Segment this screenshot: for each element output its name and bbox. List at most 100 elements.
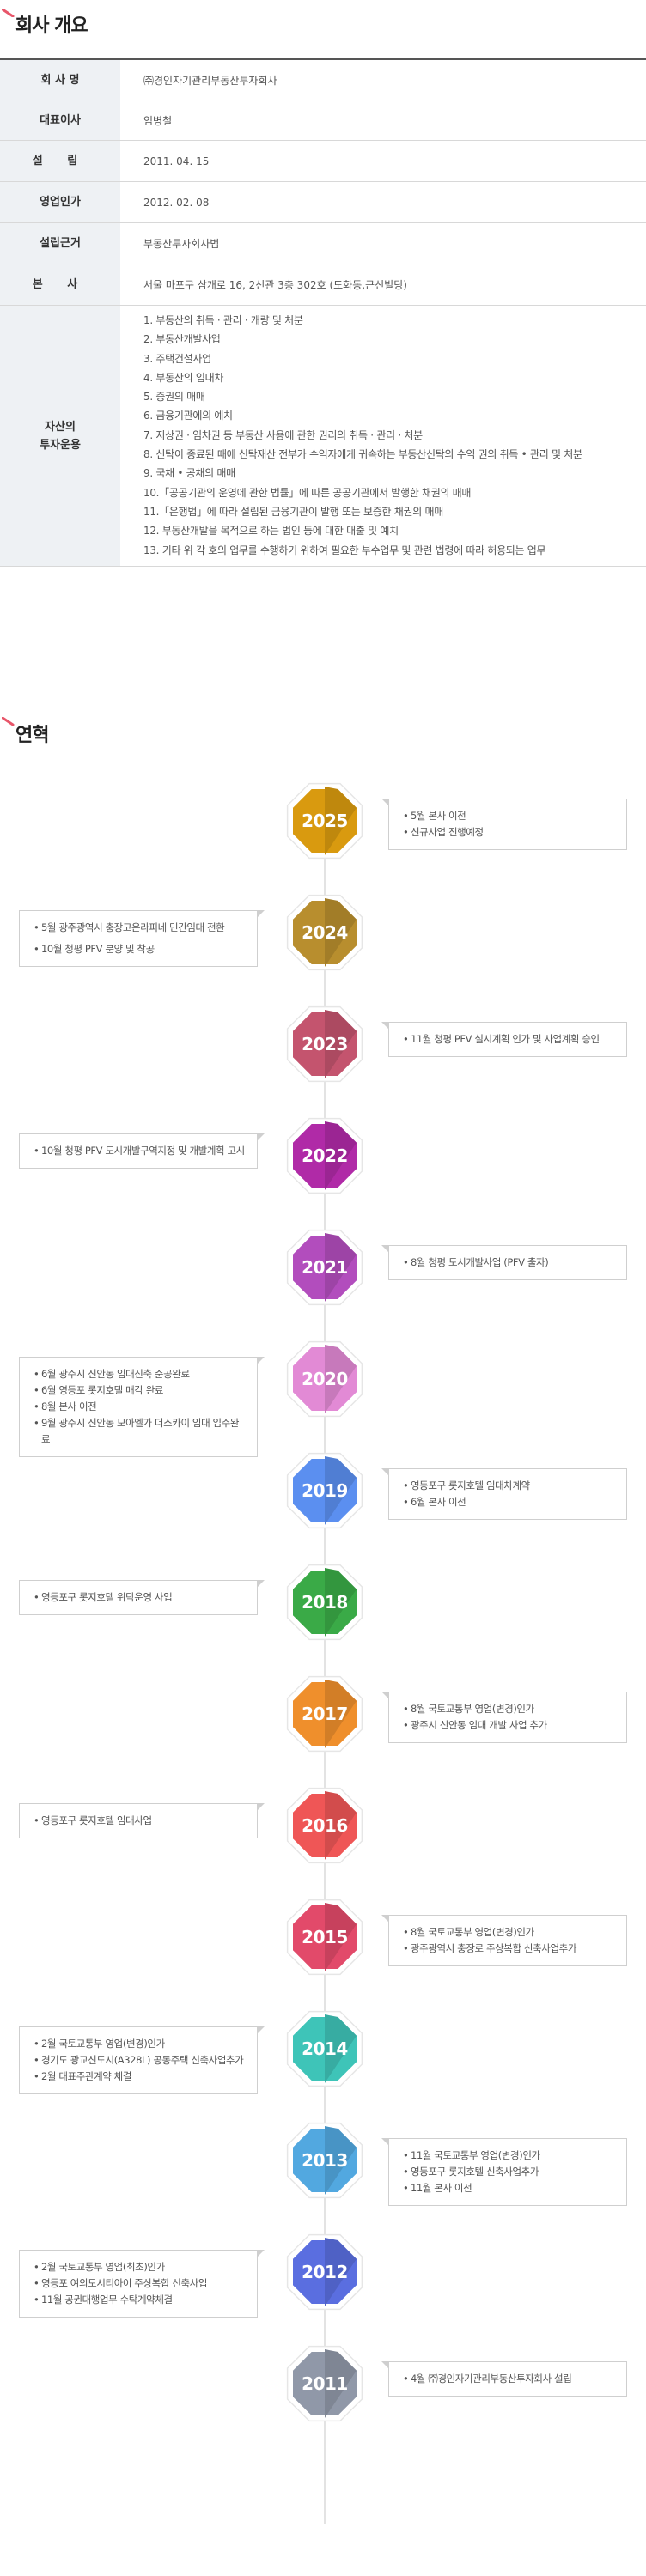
history-entry-item: 2월 국토교통부 영업(변경)인가 xyxy=(34,2036,245,2052)
year-label: 2013 xyxy=(302,2150,348,2171)
year-badge-octagon-icon xyxy=(286,2345,363,2422)
entry-pointer-icon xyxy=(258,1803,265,1810)
year-node: 2014 xyxy=(283,2008,366,2090)
entry-pointer-icon xyxy=(381,1915,388,1922)
history-entry-item: 8월 본사 이전 xyxy=(34,1399,245,1415)
year-badge-octagon-icon xyxy=(286,1564,363,1641)
asset-label-line2: 투자운용 xyxy=(40,438,81,452)
overview-row-ceo: 대표이사 임병철 xyxy=(0,100,646,141)
entry-pointer-icon xyxy=(381,1468,388,1475)
list-item: 10.「공공기관의 운영에 관한 법률」에 따른 공공기관에서 발행한 채권의 … xyxy=(143,486,472,499)
history-entry-list: 2월 국토교통부 영업(최초)인가영등포 여의도시티아이 주상복합 신축사업11… xyxy=(34,2259,245,2308)
row-value: ㈜경인자기관리부동산투자회사 xyxy=(143,74,277,87)
history-entry-box: 8월 국토교통부 영업(변경)인가광주시 신안동 임대 개발 사업 추가 xyxy=(388,1692,627,1743)
overview-title: 회사 개요 xyxy=(15,15,88,37)
row-label: 영업인가 xyxy=(0,182,120,222)
entry-pointer-icon xyxy=(381,2138,388,2145)
section-title-accent-icon xyxy=(2,9,15,17)
overview-row-license: 영업인가 2012. 02. 08 xyxy=(0,182,646,223)
history-entry-item: 8월 국토교통부 영업(변경)인가 xyxy=(403,1924,614,1941)
history-entry-item: 9월 광주시 신안동 모아엘가 더스카이 임대 입주완료 xyxy=(34,1415,245,1448)
row-label: 설립근거 xyxy=(0,223,120,264)
history-entry-box: 2월 국토교통부 영업(변경)인가경기도 광교신도시(A328L) 공동주택 신… xyxy=(19,2026,258,2094)
year-node: 2019 xyxy=(283,1449,366,1532)
history-entry-box: 8월 국토교통부 영업(변경)인가광주광역시 충장로 주상복합 신축사업추가 xyxy=(388,1915,627,1966)
history-entry-item: 영등포구 롯지호텔 임대사업 xyxy=(34,1813,245,1829)
year-label: 2022 xyxy=(302,1145,348,1166)
list-item: 2. 부동산개발사업 xyxy=(143,333,221,346)
overview-row-asset: 자산의 투자운용 1. 부동산의 취득 · 관리 · 개량 및 처분 2. 부동… xyxy=(0,306,646,567)
history-entry-item: 4월 ㈜경인자기관리부동산투자회사 설립 xyxy=(403,2371,614,2387)
history-entry-item: 광주광역시 충장로 주상복합 신축사업추가 xyxy=(403,1941,614,1957)
year-label: 2014 xyxy=(302,2038,348,2059)
entry-pointer-icon xyxy=(258,2026,265,2033)
year-label: 2016 xyxy=(302,1815,348,1836)
year-label: 2012 xyxy=(302,2262,348,2282)
entry-pointer-icon xyxy=(258,1357,265,1364)
history-entry-item: 10월 청평 PFV 분양 및 착공 xyxy=(34,941,245,957)
row-label: 자산의 투자운용 xyxy=(0,306,120,566)
list-item: 7. 지상권 · 임차권 등 부동산 사용에 관한 권리의 취득 · 관리 · … xyxy=(143,428,423,441)
history-title: 연혁 xyxy=(15,725,49,746)
history-entry-list: 2월 국토교통부 영업(변경)인가경기도 광교신도시(A328L) 공동주택 신… xyxy=(34,2036,245,2085)
history-entry-item: 영등포구 롯지호텔 위탁운영 사업 xyxy=(34,1589,245,1606)
history-entry-list: 11월 청평 PFV 실시계획 인가 및 사업계획 승인 xyxy=(403,1031,614,1048)
list-item: 13. 기타 위 각 호의 업무를 수행하기 위하여 필요한 부수업무 및 관련… xyxy=(143,544,546,556)
history-entry-box: 2월 국토교통부 영업(최초)인가영등포 여의도시티아이 주상복합 신축사업11… xyxy=(19,2250,258,2318)
row-value: 부동산투자회사법 xyxy=(143,238,220,250)
row-label: 설 립 xyxy=(0,141,120,181)
entry-pointer-icon xyxy=(258,1133,265,1140)
history-entry-item: 8월 국토교통부 영업(변경)인가 xyxy=(403,1701,614,1717)
year-badge-octagon-icon xyxy=(286,2122,363,2199)
year-label: 2018 xyxy=(302,1592,348,1613)
list-item: 11.「은행법」에 따라 설립된 금융기관이 발행 또는 보증한 채권의 매매 xyxy=(143,505,443,518)
history-entry-item: 5월 본사 이전 xyxy=(403,808,614,824)
year-badge-octagon-icon xyxy=(286,1675,363,1753)
section-title-accent-icon xyxy=(2,717,15,726)
row-value: 임병철 xyxy=(143,114,173,127)
asset-list: 1. 부동산의 취득 · 관리 · 개량 및 처분 2. 부동산개발사업 3. … xyxy=(143,306,582,565)
row-value: 1. 부동산의 취득 · 관리 · 개량 및 처분 2. 부동산개발사업 3. … xyxy=(120,306,646,566)
year-label: 2015 xyxy=(302,1927,348,1947)
history-entry-list: 10월 청평 PFV 도시개발구역지정 및 개발계획 고시 xyxy=(34,1143,245,1159)
year-label: 2023 xyxy=(302,1034,348,1054)
year-badge-octagon-icon xyxy=(286,894,363,971)
list-item: 3. 주택건설사업 xyxy=(143,352,211,365)
entry-pointer-icon xyxy=(258,2250,265,2257)
history-entry-item: 영등포구 롯지호텔 임대차계약 xyxy=(403,1478,614,1494)
row-value: 2011. 04. 15 xyxy=(143,155,210,167)
year-label: 2017 xyxy=(302,1704,348,1724)
year-label: 2025 xyxy=(302,811,348,831)
history-entry-box: 5월 광주광역시 충장고은라피네 민간임대 전환10월 청평 PFV 분양 및 … xyxy=(19,910,258,967)
year-label: 2021 xyxy=(302,1257,348,1278)
timeline-line xyxy=(324,790,326,2524)
list-item: 1. 부동산의 취득 · 관리 · 개량 및 처분 xyxy=(143,314,303,326)
overview-row-basis: 설립근거 부동산투자회사법 xyxy=(0,223,646,264)
year-node: 2021 xyxy=(283,1226,366,1309)
year-node: 2015 xyxy=(283,1896,366,1978)
row-label: 회 사 명 xyxy=(0,60,120,100)
history-entry-box: 영등포구 롯지호텔 임대차계약6월 본사 이전 xyxy=(388,1468,627,1520)
history-entry-item: 10월 청평 PFV 도시개발구역지정 및 개발계획 고시 xyxy=(34,1143,245,1159)
history-entry-item: 경기도 광교신도시(A328L) 공동주택 신축사업추가 xyxy=(34,2052,245,2069)
year-label: 2024 xyxy=(302,922,348,943)
entry-pointer-icon xyxy=(381,2361,388,2368)
entry-pointer-icon xyxy=(258,1580,265,1587)
list-item: 8. 신탁이 종료된 때에 신탁재산 전부가 수익자에게 귀속하는 부동산신탁의… xyxy=(143,448,582,461)
history-entry-item: 11월 공권대행업무 수탁계약체결 xyxy=(34,2292,245,2308)
history-entry-list: 8월 청평 도시개발사업 (PFV 출자) xyxy=(403,1255,614,1271)
list-item: 9. 국채 • 공채의 매매 xyxy=(143,467,235,480)
row-label: 본 사 xyxy=(0,264,120,305)
entry-pointer-icon xyxy=(381,1692,388,1698)
history-entry-box: 10월 청평 PFV 도시개발구역지정 및 개발계획 고시 xyxy=(19,1133,258,1169)
history-entry-item: 2월 대표주관계약 체결 xyxy=(34,2069,245,2085)
list-item: 6. 금융기관에의 예치 xyxy=(143,410,233,422)
overview-table: 회 사 명 ㈜경인자기관리부동산투자회사 대표이사 임병철 설 립 2011. … xyxy=(0,58,646,567)
history-entry-box: 영등포구 롯지호텔 위탁운영 사업 xyxy=(19,1580,258,1615)
history-entry-item: 2월 국토교통부 영업(최초)인가 xyxy=(34,2259,245,2275)
history-entry-item: 11월 청평 PFV 실시계획 인가 및 사업계획 승인 xyxy=(403,1031,614,1048)
history-entry-item: 6월 광주시 신안동 임대신축 준공완료 xyxy=(34,1366,245,1382)
year-node: 2017 xyxy=(283,1673,366,1755)
year-badge-octagon-icon xyxy=(286,1452,363,1529)
list-item: 5. 증권의 매매 xyxy=(143,391,205,404)
